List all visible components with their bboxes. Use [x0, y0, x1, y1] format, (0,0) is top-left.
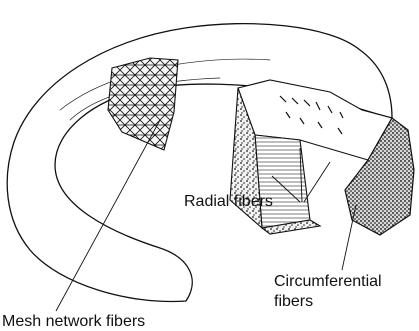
mesh-network-patch — [108, 58, 178, 150]
radial-fibers-label: Radial fibers — [184, 193, 273, 210]
meniscus-body — [7, 24, 392, 302]
circumferential-fibers-label-line1: Circumferential — [274, 273, 382, 290]
mesh-network-fibers-label: Mesh network fibers — [2, 313, 145, 330]
cutaway-fiber-face — [255, 135, 310, 228]
circumferential-fibers-label-line2: fibers — [274, 293, 313, 310]
